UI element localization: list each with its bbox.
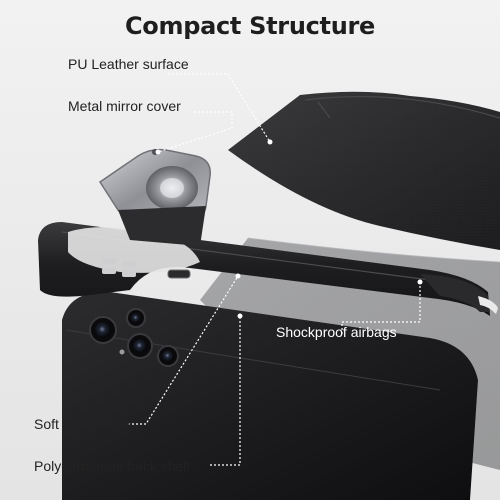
callout-line-back-shell xyxy=(210,316,241,466)
metal-mirror-cover xyxy=(98,148,211,246)
page-title: Compact Structure xyxy=(124,12,376,40)
pu-leather-panel xyxy=(228,91,500,250)
callout-line-pu-leather xyxy=(168,73,271,143)
label-pu-leather: PU Leather surface xyxy=(68,56,189,72)
phone-body xyxy=(62,291,478,500)
callout-dots xyxy=(155,139,423,319)
callout-line-mirror-cover xyxy=(157,111,233,153)
callout-line-tpu-frame xyxy=(128,275,239,425)
callout-line-airbags xyxy=(341,282,421,336)
label-tpu-frame: Soft TPU frame xyxy=(34,416,131,432)
label-back-shell: Polycarbonate back shell xyxy=(34,458,190,474)
label-airbags: Shockproof airbags xyxy=(276,324,397,340)
label-mirror-cover: Metal mirror cover xyxy=(68,98,181,114)
callout-lines xyxy=(128,73,421,466)
